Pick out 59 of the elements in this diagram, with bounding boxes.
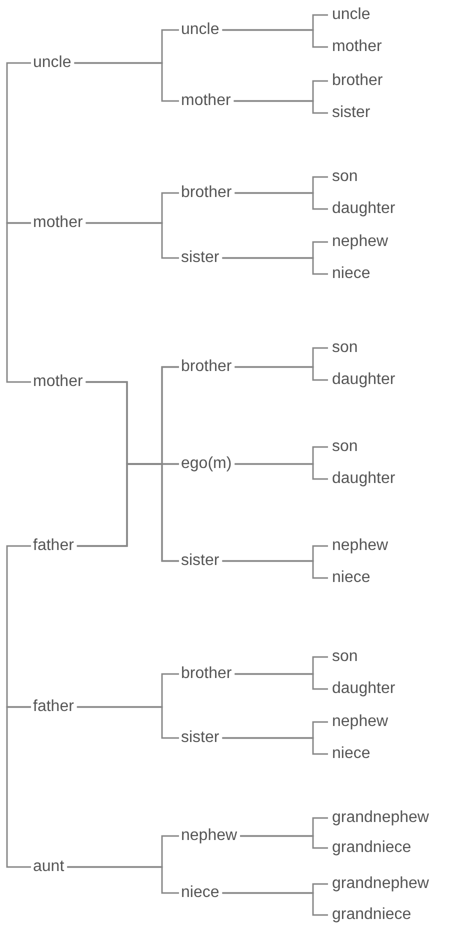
bracket-line [6, 62, 31, 224]
bracket-line [6, 545, 31, 708]
kinship-term: daughter [332, 199, 396, 219]
kinship-term: grandnephew [332, 874, 429, 894]
kinship-term: sister [181, 248, 220, 268]
kinship-term: ego(m) [181, 454, 232, 474]
kinship-term: mother [33, 213, 83, 233]
kinship-term: brother [181, 664, 232, 684]
kinship-term: brother [332, 71, 383, 91]
connector-line [234, 463, 328, 480]
kinship-term: mother [332, 37, 382, 57]
kinship-term: daughter [332, 679, 396, 699]
connector-line [240, 835, 328, 849]
kinship-term: uncle [332, 5, 370, 25]
connector-line [234, 192, 328, 210]
kinship-term: son [332, 338, 358, 358]
kinship-term: grandnephew [332, 808, 429, 828]
connector-line [234, 673, 328, 690]
kinship-term: son [332, 647, 358, 667]
bracket-line [6, 706, 31, 868]
kinship-term: mother [181, 91, 231, 111]
connector-line [222, 257, 328, 275]
kinship-term: father [33, 536, 74, 556]
kinship-term: daughter [332, 469, 396, 489]
kinship-term: niece [332, 744, 370, 764]
kinship-term: father [33, 697, 74, 717]
kinship-term: aunt [33, 857, 64, 877]
connector-line [222, 29, 328, 48]
kinship-term: son [332, 167, 358, 187]
kinship-term: niece [332, 568, 370, 588]
kinship-term: grandniece [332, 838, 412, 858]
kinship-term: nephew [332, 536, 388, 556]
connector-line [234, 100, 328, 114]
kinship-term: son [332, 437, 358, 457]
kinship-term: niece [332, 264, 370, 284]
kinship-term: brother [181, 183, 232, 203]
kinship-term: uncle [33, 53, 72, 73]
kinship-term: sister [332, 103, 370, 123]
connector-line [76, 706, 179, 739]
kinship-term: brother [181, 357, 232, 377]
kinship-term: nephew [332, 712, 388, 732]
kinship-term: nephew [332, 232, 388, 252]
kinship-term: nephew [181, 826, 238, 846]
connector-line [76, 463, 179, 562]
connector-line [222, 737, 328, 755]
connector-line [67, 866, 179, 894]
connector-line [86, 222, 179, 259]
kinship-term: sister [181, 551, 220, 571]
kinship-term: daughter [332, 370, 396, 390]
connector-line [222, 560, 328, 579]
kinship-term: uncle [181, 20, 220, 40]
kinship-term: niece [181, 883, 220, 903]
connector-line [222, 892, 328, 916]
connector-line [74, 62, 179, 102]
kinship-term: grandniece [332, 905, 412, 925]
connector-line [234, 366, 328, 381]
kinship-term: sister [181, 728, 220, 748]
kinship-term: mother [33, 372, 83, 392]
bracket-line [6, 222, 31, 383]
